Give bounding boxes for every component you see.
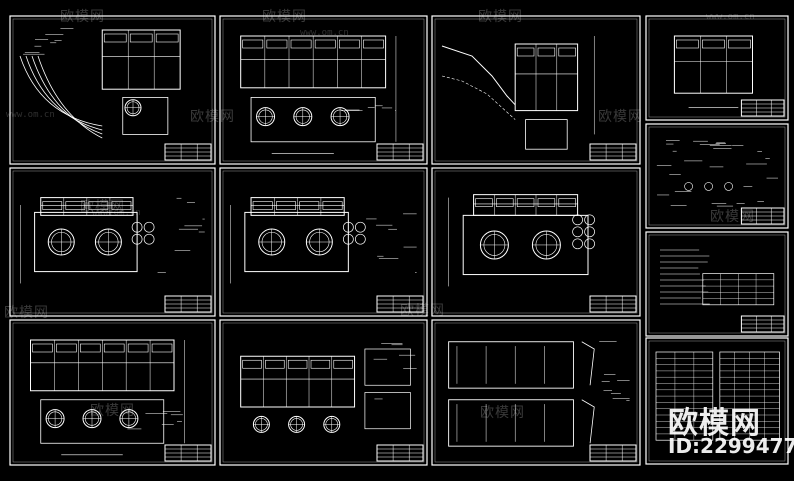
- asset-id-label: ID:2299477: [668, 434, 794, 458]
- sheet-7: [431, 167, 641, 317]
- watermark-brand-large: 欧模网: [668, 406, 761, 441]
- watermark-brand-3: 欧模网: [478, 9, 523, 25]
- watermark-site-3: www.om.cn: [6, 110, 55, 120]
- watermark-brand-9: 欧模网: [400, 303, 445, 319]
- sheet-8: [645, 123, 789, 229]
- watermark-brand-10: 欧模网: [90, 403, 135, 419]
- sheet-3: [431, 15, 641, 165]
- watermark-brand-11: 欧模网: [480, 405, 525, 421]
- watermark-brand-6: 欧模网: [80, 199, 125, 215]
- sheet-1: [9, 15, 216, 165]
- watermark-brand-5: 欧模网: [598, 109, 643, 125]
- watermark-brand-2: 欧模网: [262, 9, 307, 25]
- sheet-12: [431, 319, 641, 466]
- sheet-4: [645, 15, 789, 121]
- sheet-13: [645, 337, 789, 465]
- watermark-site-2: www.om.cn: [706, 12, 755, 22]
- sheet-9: [645, 231, 789, 337]
- watermark-site-4: www.om.cn: [92, 208, 141, 218]
- sheet-6: [219, 167, 428, 317]
- watermark-brand-7: 欧模网: [710, 209, 755, 225]
- sheet-11: [219, 319, 428, 466]
- sheet-10: [9, 319, 216, 466]
- sheet-5: [9, 167, 216, 317]
- watermark-brand-4: 欧模网: [190, 109, 235, 125]
- watermark-brand-8: 欧模网: [4, 305, 49, 321]
- watermark-brand-1: 欧模网: [60, 9, 105, 25]
- watermark-site-1: www.om.cn: [300, 28, 349, 38]
- sheet-2: [219, 15, 428, 165]
